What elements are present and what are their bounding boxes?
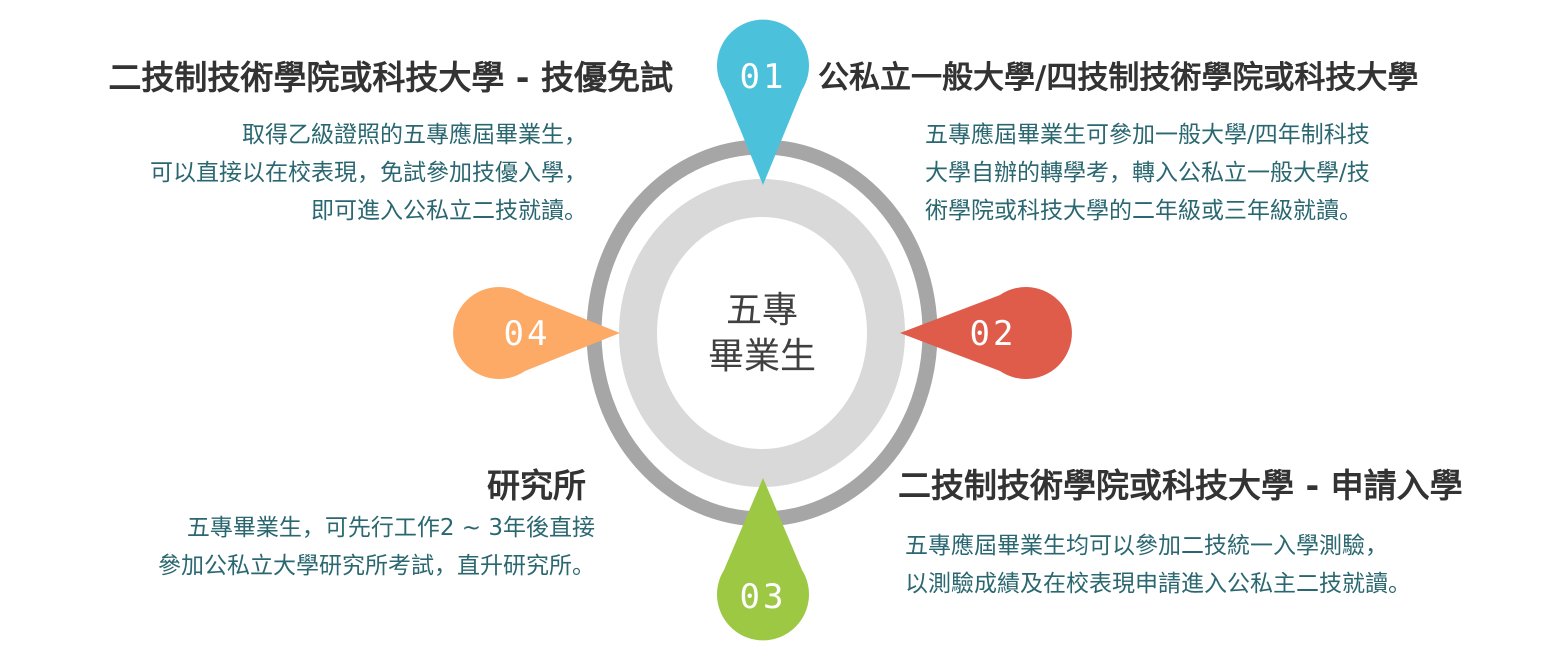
item-03: 二技制技術學院或科技大學 - 申請入學 <box>898 466 1463 506</box>
item-04-line: 五專畢業生，可先行工作2 ~ 3年後直接 <box>186 515 595 541</box>
center-label-line1: 五專 <box>726 290 798 331</box>
drop-01-number: 01 <box>740 57 787 97</box>
center-disc <box>676 236 848 430</box>
item-02-line: 即可進入公私立二技就讀。 <box>311 198 587 224</box>
drop-02: 02 <box>900 287 1072 379</box>
item-01: 公私立一般大學/四技制技術學院或科技大學 <box>818 58 1418 98</box>
item-02: 二技制技術學院或科技大學 - 技優免試 <box>108 58 673 98</box>
item-01-line: 術學院或科技大學的二年級或三年級就讀。 <box>925 198 1362 224</box>
drop-02-number: 02 <box>970 314 1017 354</box>
drop-04-number: 04 <box>504 314 551 354</box>
item-01-line: 五專應屆畢業生可參加一般大學/四年制科技 <box>925 122 1370 148</box>
drop-02-shape <box>900 287 1072 379</box>
item-04-title: 研究所 <box>487 466 586 505</box>
drop-03: 03 <box>716 478 810 641</box>
inner-ring <box>619 179 905 487</box>
drop-03-number: 03 <box>740 577 787 617</box>
drop-04: 04 <box>453 287 620 380</box>
item-04-description: 五專畢業生，可先行工作2 ~ 3年後直接 參加公私立大學研究所考試，直升研究所。 <box>158 509 595 585</box>
item-02-line: 可以直接以在校表現，免試參加技優入學， <box>150 160 587 186</box>
drop-04-shape <box>453 287 620 380</box>
item-03-description: 五專應屆畢業生均可以參加二技統一入學測驗， 以測驗成績及在校表現申請進入公私主二… <box>905 527 1411 603</box>
center-label-line2: 畢業生 <box>708 336 816 377</box>
item-04: 研究所 <box>487 466 586 506</box>
item-04-line: 參加公私立大學研究所考試，直升研究所。 <box>158 553 595 579</box>
item-03-title: 二技制技術學院或科技大學 - 申請入學 <box>898 466 1463 505</box>
item-02-title: 二技制技術學院或科技大學 - 技優免試 <box>108 58 673 97</box>
item-02-description: 取得乙級證照的五專應屆畢業生， 可以直接以在校表現，免試參加技優入學， 即可進入… <box>150 116 587 230</box>
item-01-title: 公私立一般大學/四技制技術學院或科技大學 <box>818 60 1419 96</box>
item-01-description: 五專應屆畢業生可參加一般大學/四年制科技 大學自辦的轉學考，轉入公私立一般大學/… <box>925 116 1370 230</box>
item-01-line: 大學自辦的轉學考，轉入公私立一般大學/技 <box>925 160 1370 186</box>
item-03-line: 五專應屆畢業生均可以參加二技統一入學測驗， <box>905 533 1388 559</box>
drop-01-shape <box>716 19 810 186</box>
item-02-line: 取得乙級證照的五專應屆畢業生， <box>242 122 587 148</box>
item-03-line: 以測驗成績及在校表現申請進入公私主二技就讀。 <box>905 571 1411 597</box>
drop-03-shape <box>716 478 810 641</box>
drop-01: 01 <box>716 19 810 186</box>
